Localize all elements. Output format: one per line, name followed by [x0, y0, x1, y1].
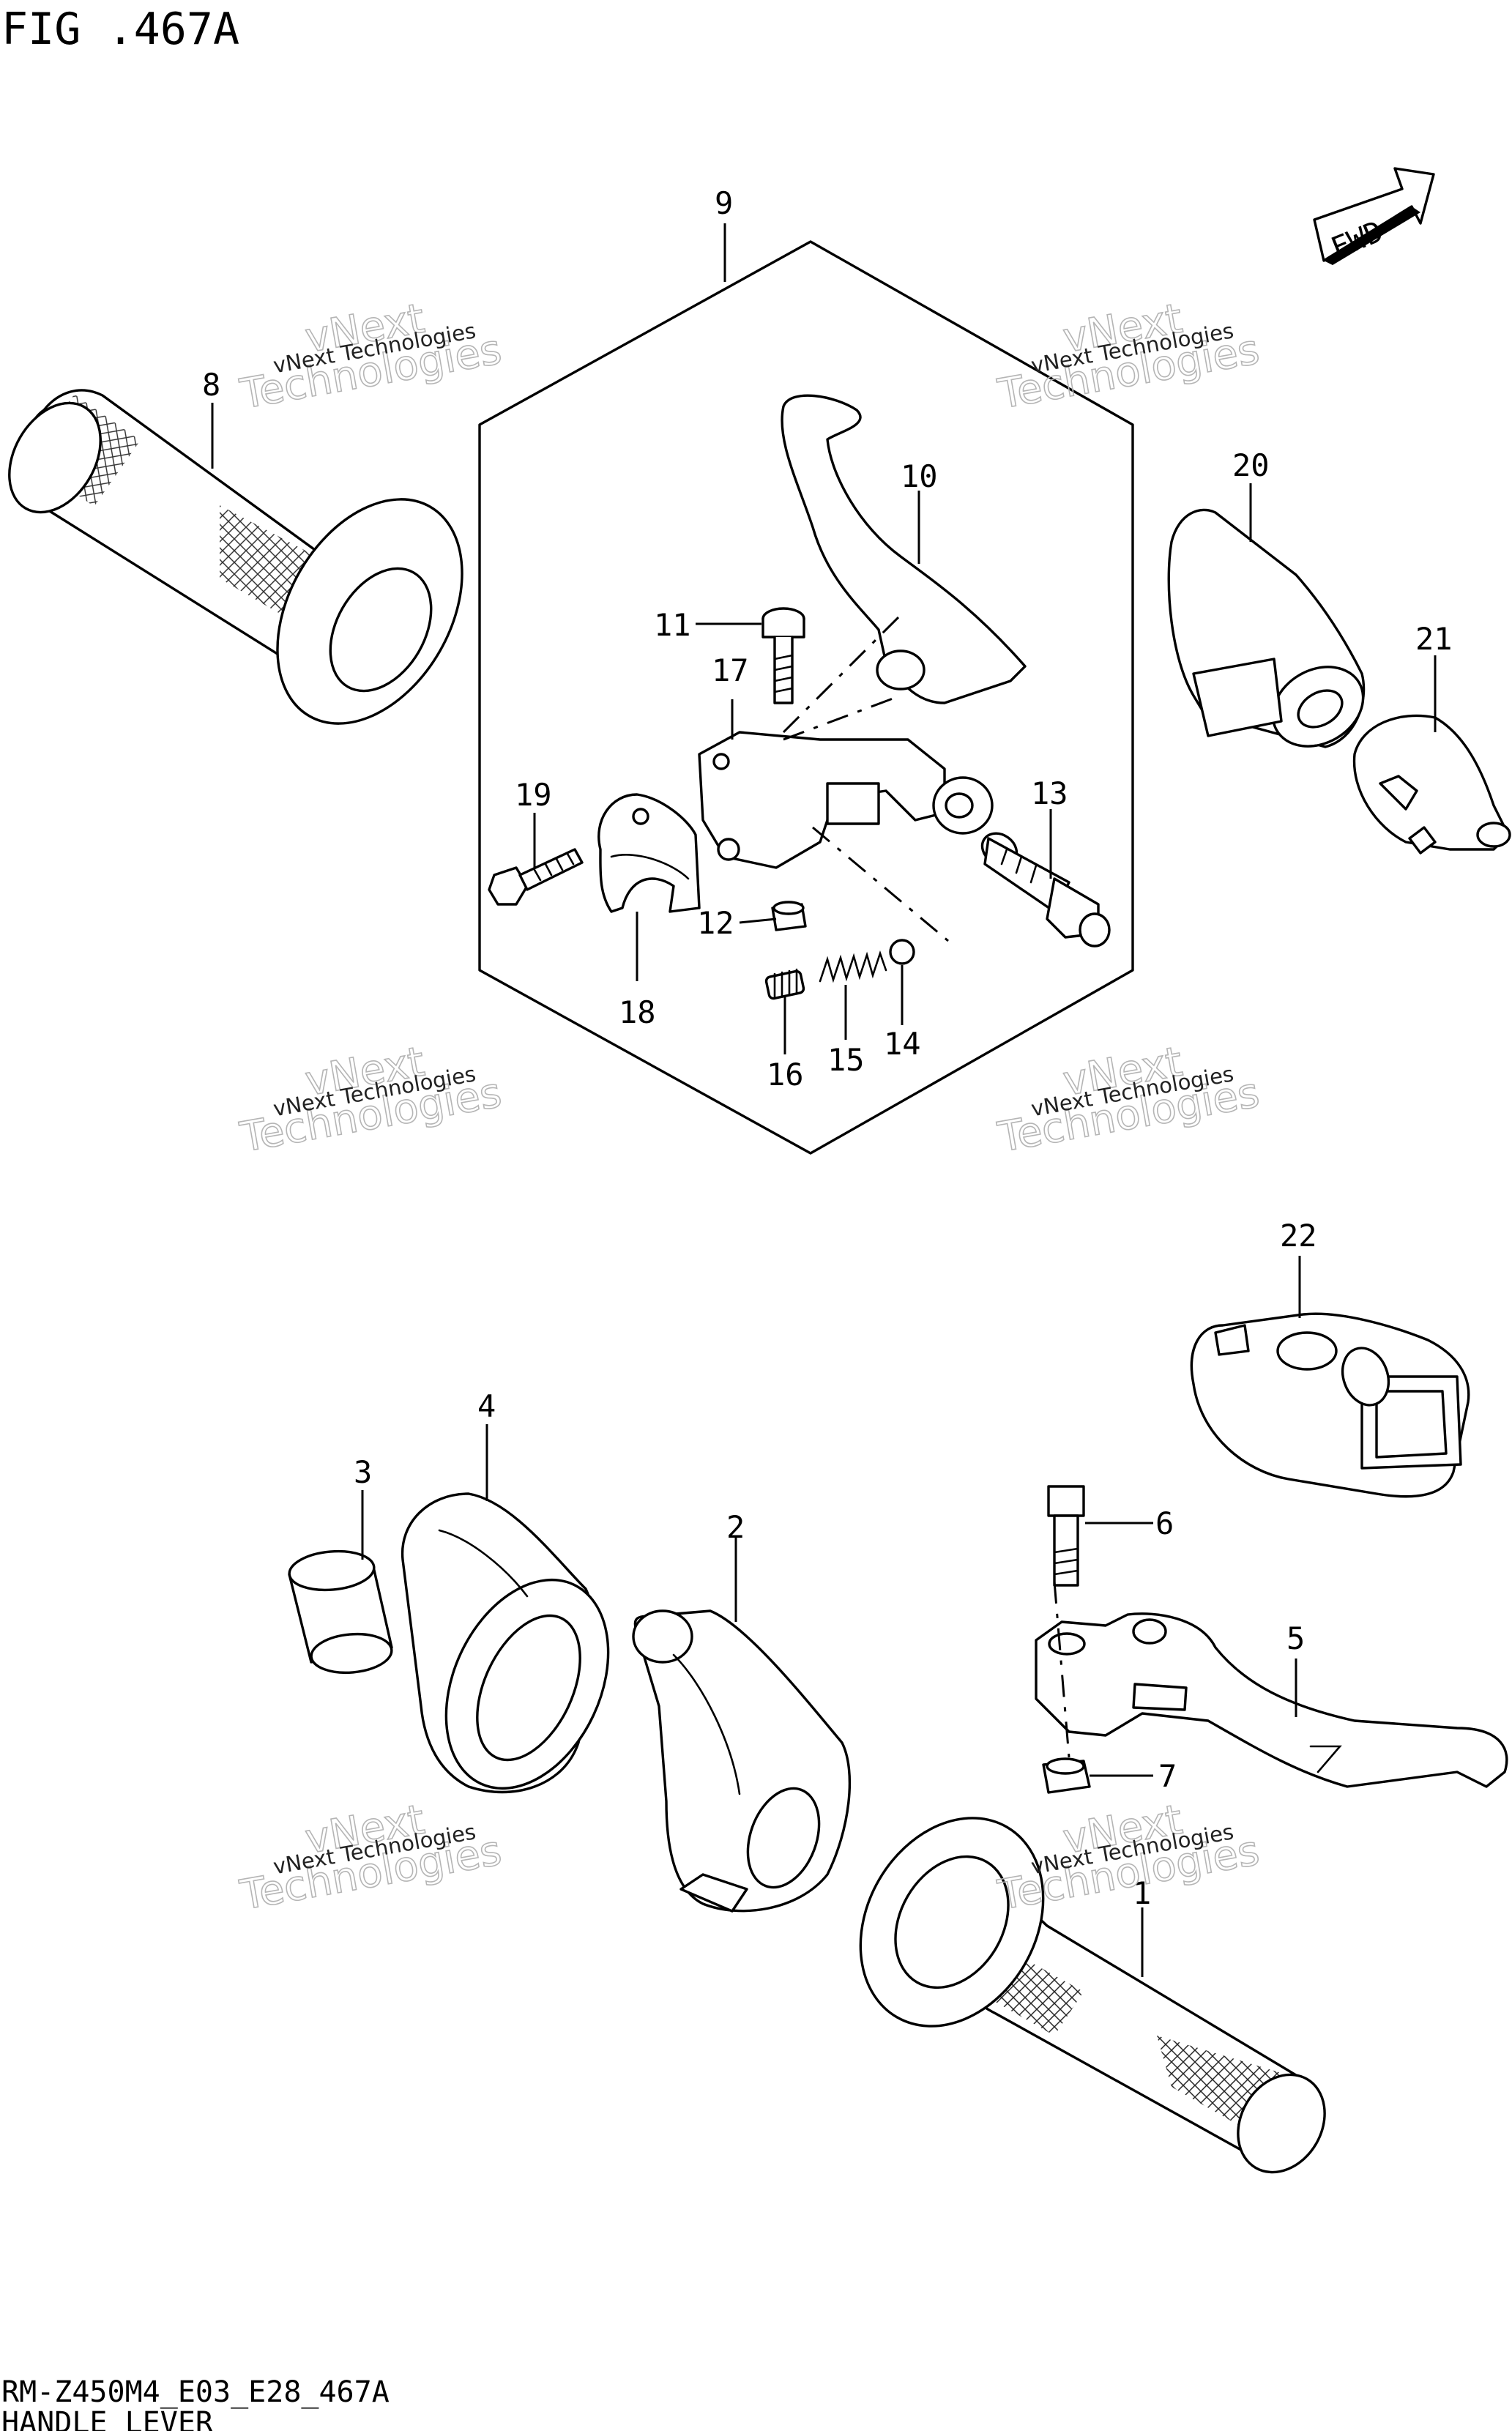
- lever-part-5: [1035, 1612, 1508, 1788]
- lever-part-10: [781, 394, 1027, 704]
- adjuster-nut-part-21: [1352, 714, 1511, 855]
- callout-9: 9: [715, 185, 733, 221]
- callout-2: 2: [726, 1509, 745, 1545]
- callout-5: 5: [1286, 1620, 1305, 1656]
- assembly-line: [1053, 1581, 1070, 1758]
- right-grip-part-1: [859, 1817, 1326, 2174]
- adjuster-part-16: [764, 968, 805, 1000]
- lever-holder-part-17: [698, 731, 994, 869]
- watermark: Technologies vNext vNext Technologies: [236, 294, 505, 420]
- throttle-cover-part-4: [401, 1492, 610, 1794]
- callout-4: 4: [477, 1388, 496, 1424]
- fwd-arrow-icon: FWD: [1313, 167, 1435, 266]
- callout-1: 1: [1133, 1875, 1151, 1911]
- callout-11: 11: [654, 607, 691, 643]
- figure-title: FIG .467A: [1, 4, 239, 55]
- callout-13: 13: [1031, 775, 1068, 811]
- bolt-part-6: [1047, 1485, 1085, 1587]
- callout-3: 3: [354, 1454, 372, 1490]
- watermark: Technologies vNext vNext Technologies: [994, 294, 1263, 420]
- callout-20: 20: [1232, 447, 1270, 483]
- left-grip-part-8: [8, 389, 463, 725]
- callout-15: 15: [827, 1042, 865, 1078]
- spring-part-15: [819, 950, 887, 983]
- callout-19: 19: [515, 777, 552, 813]
- figure-code: RM-Z450M4_E03_E28_467A: [1, 2375, 390, 2409]
- watermark: Technologies vNext vNext Technologies: [236, 1038, 505, 1163]
- bolt-part-19: [488, 848, 584, 906]
- assembly-line: [782, 614, 902, 734]
- callout-12: 12: [697, 905, 734, 941]
- boot-part-22: [1190, 1312, 1470, 1498]
- ball-part-14: [889, 939, 915, 965]
- callout-7: 7: [1158, 1758, 1177, 1794]
- adjuster-part-13: [980, 832, 1111, 948]
- watermark: Technologies vNext vNext Technologies: [994, 1038, 1263, 1163]
- figure-caption: HANDLE LEVER: [1, 2406, 214, 2431]
- nut-part-12: [771, 901, 807, 931]
- nut-part-7: [1042, 1757, 1091, 1794]
- callout-21: 21: [1415, 621, 1453, 657]
- throttle-housing-part-2: [632, 1609, 852, 1913]
- watermark: Technologies vNext vNext Technologies: [236, 1795, 505, 1921]
- callout-14: 14: [884, 1026, 921, 1062]
- callout-6: 6: [1155, 1505, 1174, 1541]
- leader-lines: [211, 223, 1437, 1977]
- assembly-group-outline: [478, 240, 1134, 1155]
- clamp-part-18: [597, 793, 701, 913]
- callout-22: 22: [1280, 1218, 1317, 1254]
- bolt-part-11: [761, 607, 805, 704]
- assembly-line: [812, 826, 949, 942]
- callout-18: 18: [619, 994, 656, 1030]
- assembly-line: [783, 694, 901, 741]
- callout-8: 8: [202, 367, 220, 403]
- callout-10: 10: [901, 458, 938, 494]
- callout-16: 16: [767, 1057, 804, 1092]
- boot-part-20: [1167, 508, 1366, 748]
- callout-17: 17: [712, 652, 749, 688]
- collar-part-3: [288, 1549, 393, 1675]
